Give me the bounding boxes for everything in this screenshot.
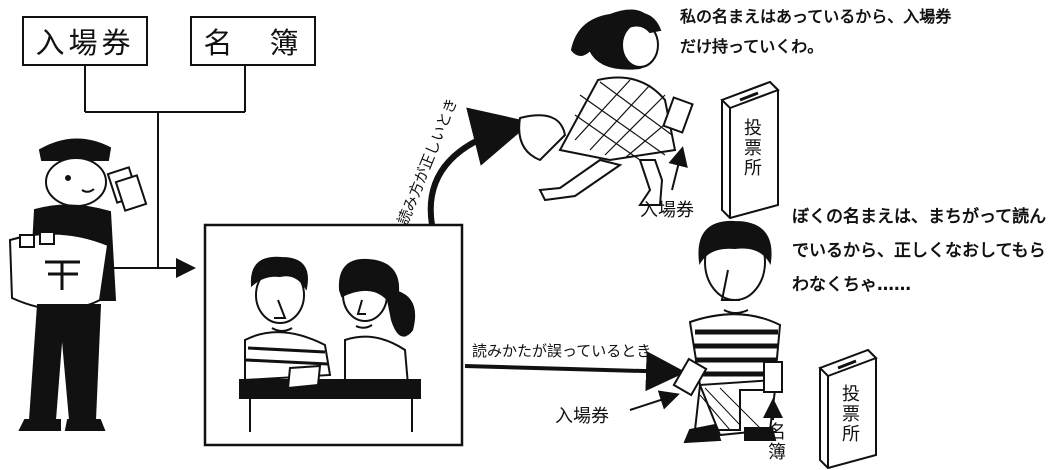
woman-speech-line: だけ持っていくわ。: [680, 37, 824, 56]
register-box-label: 名 簿: [203, 26, 303, 60]
boy-ticket-label: 入場券: [555, 406, 609, 427]
boy-speech-line: ぼくの名まえは、まちがって読ん: [792, 207, 1047, 227]
wrong-branch-label: 読みかたが誤っているとき: [472, 342, 652, 360]
ticket-box-label: 入場券: [35, 26, 135, 60]
connector-lines: [84, 66, 246, 278]
boy-speech: ぼくの名まえは、まちがって読ん でいるから、正しくなおしてもら わなくちゃ……: [792, 200, 1046, 302]
ballot-box-1: [720, 80, 780, 220]
boy-speech-line: でいるから、正しくなおしてもら: [792, 241, 1046, 261]
boy-register-label: 名簿: [765, 422, 786, 462]
correct-branch-arrow: [427, 107, 532, 226]
ticket-box: 入場券: [22, 16, 148, 66]
woman-speech: 私の名まえはあっているから、入場券 だけ持っていくわ。: [680, 2, 951, 62]
register-box: 名 簿: [190, 16, 316, 66]
mail-carrier-figure: [8, 138, 148, 431]
woman-speech-line: 私の名まえはあっているから、入場券: [680, 7, 952, 26]
ballot-box-2: [818, 348, 878, 470]
woman-figure: [518, 9, 694, 206]
ballot-box-2-label: 投票所: [839, 384, 860, 444]
ballot-box-1-label: 投票所: [741, 118, 762, 178]
register-check-scene: [203, 223, 464, 447]
boy-figure: [672, 220, 783, 444]
boy-speech-line: わなくちゃ……: [792, 275, 911, 295]
wrong-branch-arrow: [464, 351, 686, 392]
woman-ticket-label: 入場券: [640, 200, 694, 221]
